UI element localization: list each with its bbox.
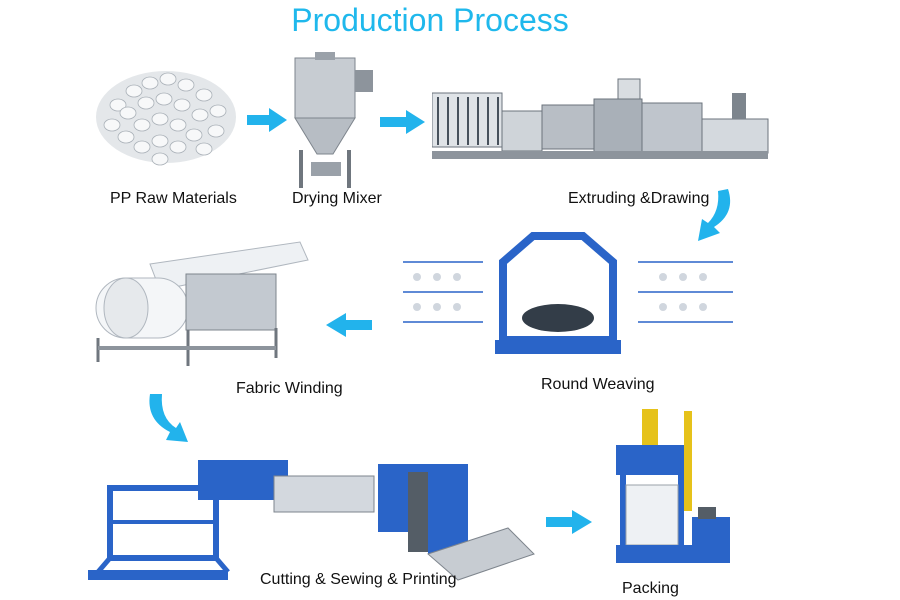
arrow-right-icon <box>247 108 287 132</box>
fabric-winding-machine-image <box>95 241 309 366</box>
round-weaving-loom-image <box>403 232 733 354</box>
step-label-round-weaving: Round Weaving <box>541 376 655 393</box>
drying-mixer-image <box>294 52 373 188</box>
step-label-fabric-winding: Fabric Winding <box>236 380 343 397</box>
cutting-sewing-printing-line-image <box>88 460 535 581</box>
arrow-left-icon <box>326 313 372 337</box>
arrow-right-icon <box>380 110 425 134</box>
arrow-right-icon <box>546 510 592 534</box>
page-title: Production Process <box>291 2 569 38</box>
step-label-packing: Packing <box>622 580 679 597</box>
step-label-drying-mixer: Drying Mixer <box>292 190 382 207</box>
pp-pellets-image <box>96 71 236 166</box>
curved-arrow-down-icon <box>149 394 188 442</box>
extruding-line-image <box>432 78 769 159</box>
step-label-cutting-sewing-printing: Cutting & Sewing & Printing <box>260 571 457 588</box>
curved-arrow-down-icon <box>698 189 731 241</box>
packing-press-image <box>616 409 730 563</box>
step-label-extruding-drawing: Extruding &Drawing <box>568 190 710 207</box>
step-label-raw-materials: PP Raw Materials <box>110 190 237 207</box>
